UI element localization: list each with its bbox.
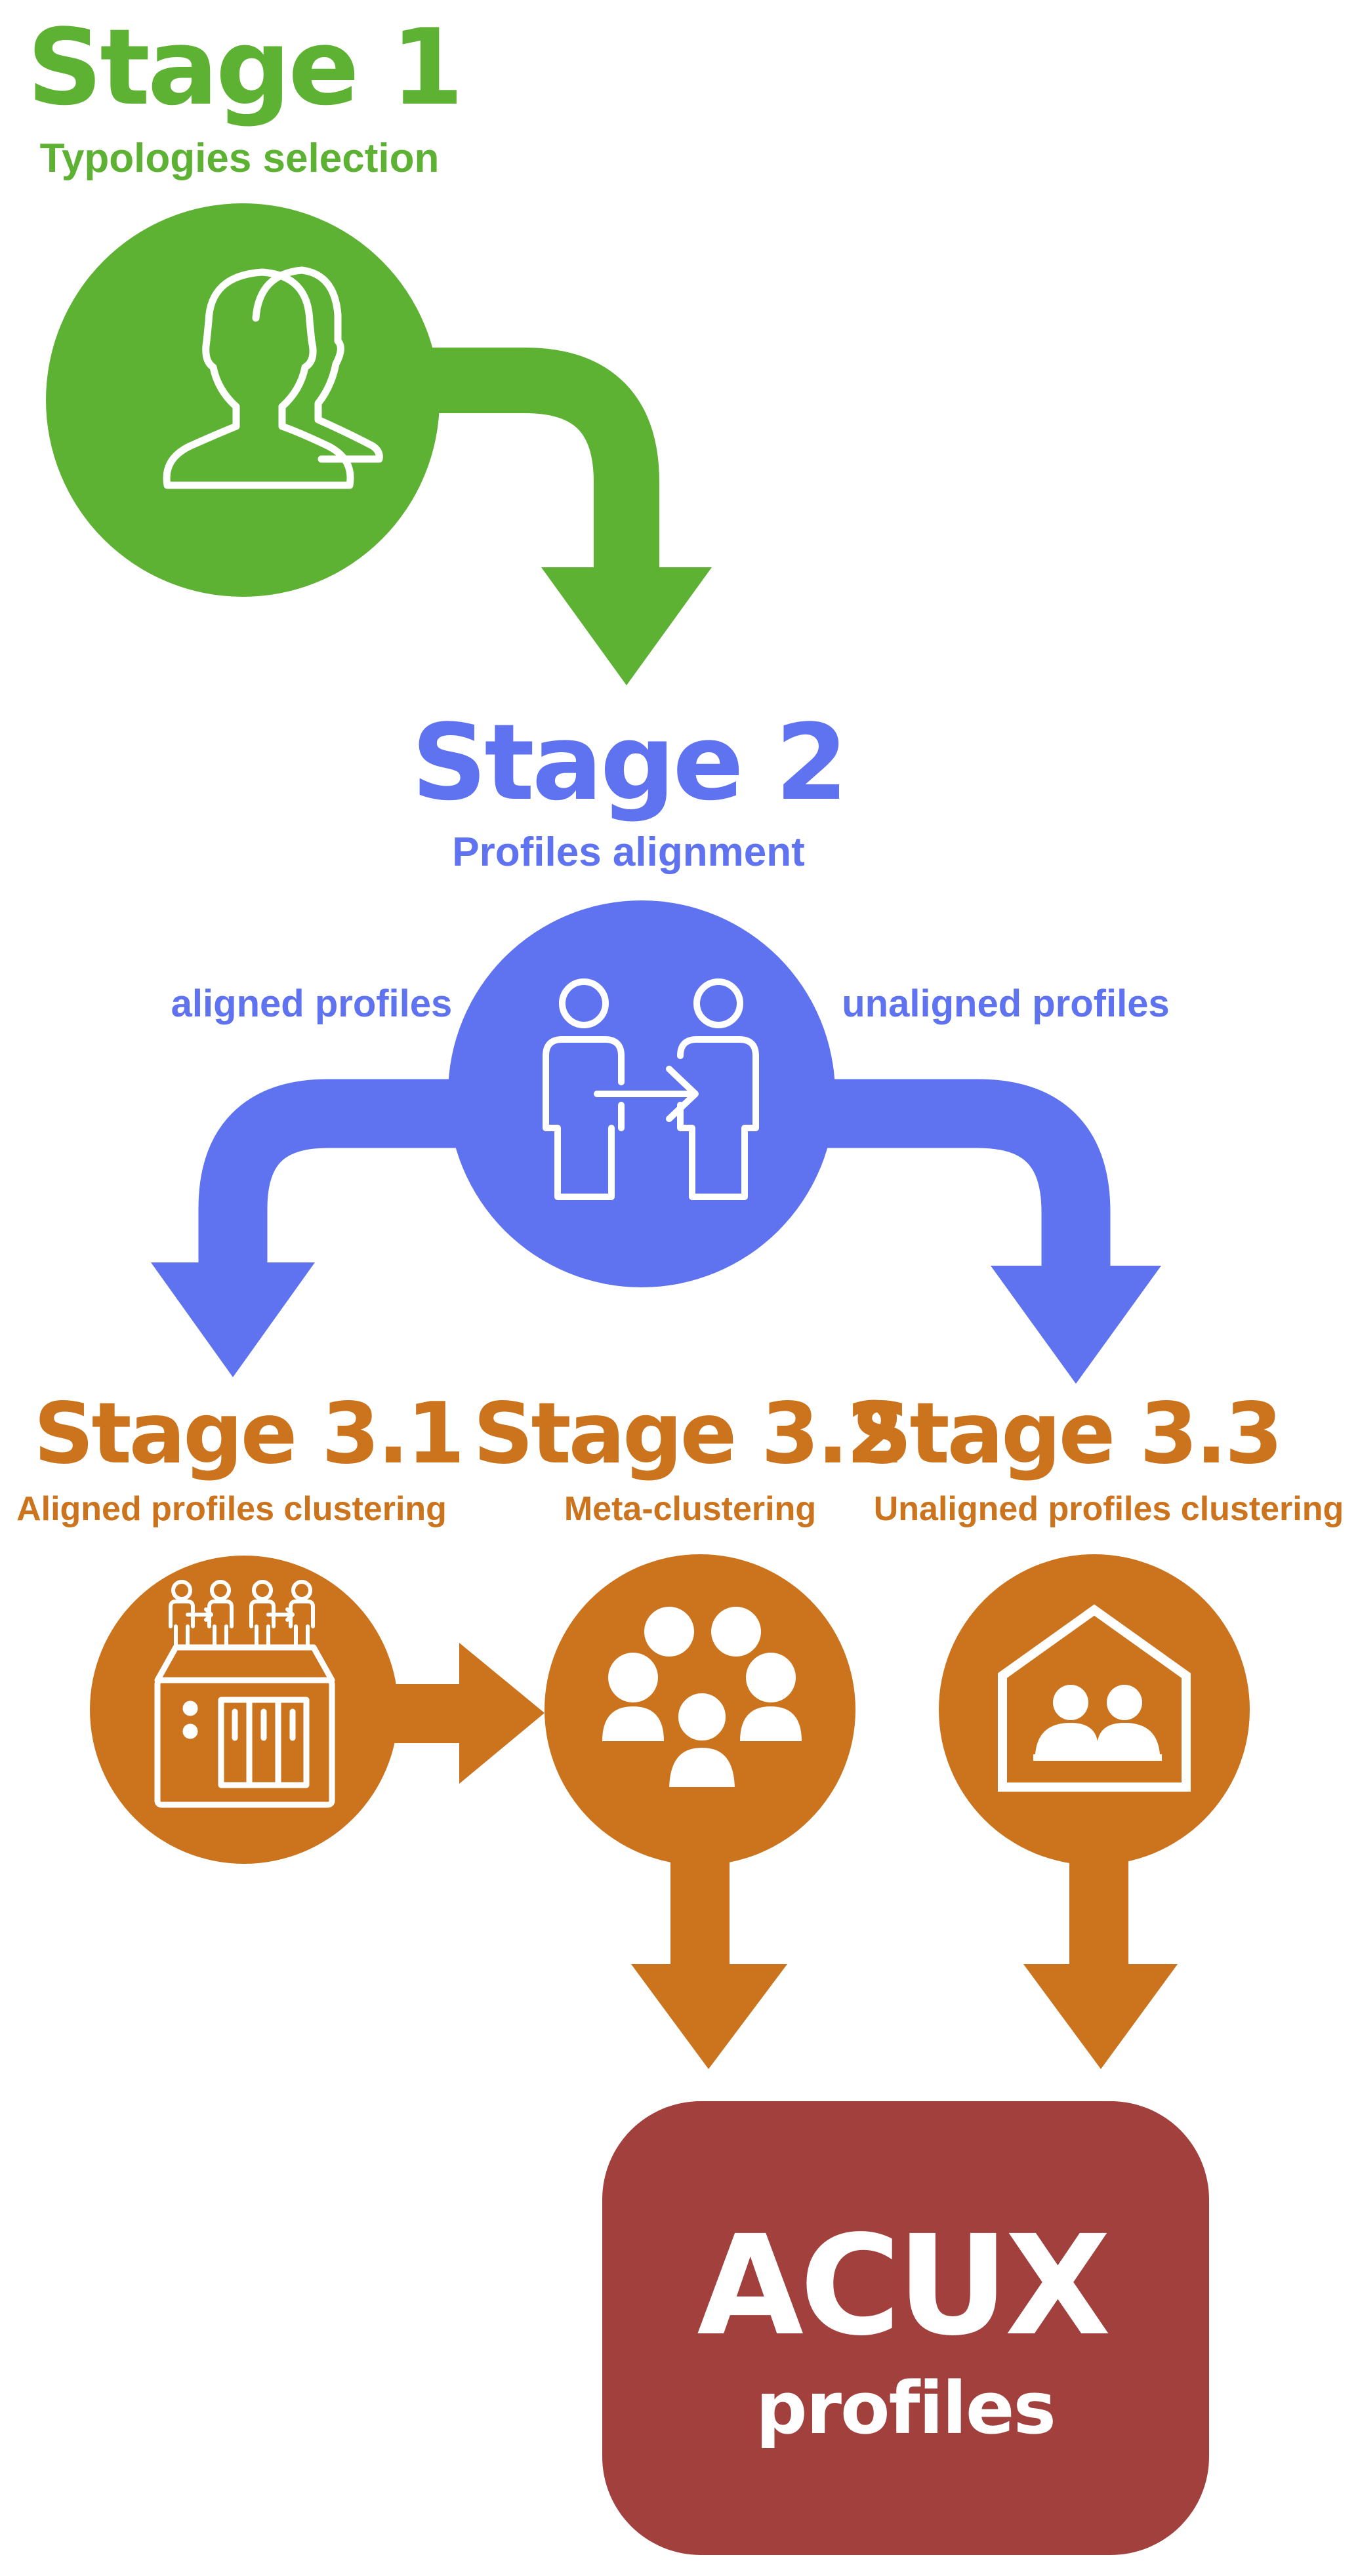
stage3-3-subtitle: Unaligned profiles clustering (874, 1490, 1344, 1528)
arrow-head-stage3-1 (459, 1643, 545, 1784)
arrow-stage1-to-stage2 (394, 348, 659, 577)
stage1-title: Stage 1 (27, 6, 461, 129)
acux-title: ACUX (697, 2205, 1108, 2366)
arrow-aligned-profiles (198, 1079, 459, 1272)
arrow-head-stage3-2 (631, 1964, 787, 2069)
arrow-head-stage1 (541, 567, 712, 685)
stage3-3-title: Stage 3.3 (852, 1385, 1281, 1483)
users-icon (163, 266, 383, 489)
stage3-1-title: Stage 3.1 (33, 1385, 463, 1483)
aligned-profiles-label: aligned profiles (171, 982, 453, 1025)
arrow-head-aligned (151, 1262, 315, 1377)
profile-transfer-icon (543, 978, 759, 1200)
arrow-stage3-1-to-3-2-shaft (387, 1684, 469, 1743)
stage3-2-subtitle: Meta-clustering (564, 1490, 816, 1528)
stage2-title: Stage 2 (411, 701, 846, 824)
stage3-1-subtitle: Aligned profiles clustering (16, 1490, 447, 1528)
group-icon (602, 1607, 802, 1794)
arrow-head-stage3-3 (1023, 1964, 1178, 2069)
stage2-subtitle: Profiles alignment (452, 830, 804, 875)
server-rack-icon (154, 1580, 335, 1808)
stage1-circle (46, 203, 440, 597)
acux-profiles-box (602, 2101, 1209, 2555)
stage3-1-circle (90, 1556, 398, 1864)
acux-subtitle: profiles (756, 2366, 1055, 2450)
unaligned-profiles-label: unaligned profiles (842, 982, 1170, 1025)
stage1-subtitle: Typologies selection (40, 136, 440, 181)
arrow-unaligned-profiles (813, 1079, 1111, 1276)
stage3-2-title: Stage 3.2 (473, 1385, 902, 1483)
home-group-icon (998, 1604, 1191, 1792)
stage3-3-circle (939, 1554, 1250, 1865)
arrow-head-unaligned (991, 1266, 1161, 1384)
